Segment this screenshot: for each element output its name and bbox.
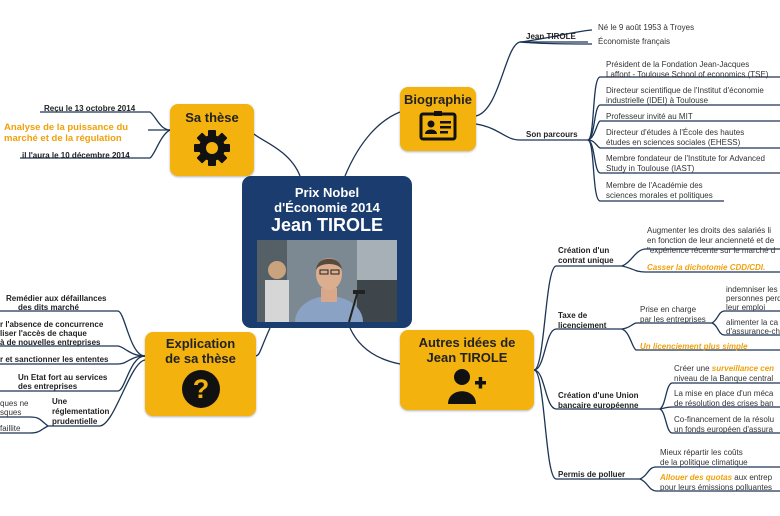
these-aura: il l'aura le 10 décembre 2014 — [22, 151, 130, 160]
autres-cr3b: un fonds européen d'assura — [674, 425, 773, 434]
gear-icon — [194, 130, 230, 166]
autres-c1o: Casser la dichotomie CDD/CDI. — [647, 263, 766, 272]
svg-text:?: ? — [192, 374, 209, 404]
topic-biographie[interactable]: Biographie — [400, 87, 476, 151]
autres-tx1: Taxe de — [558, 311, 588, 320]
center-line-1: Prix Nobel — [294, 185, 360, 200]
bio-p5a: Membre fondateur de l'Institute for Adva… — [606, 154, 765, 163]
topic-biographie-label: Biographie — [404, 92, 472, 107]
autres-ind2: personnes perd — [726, 294, 780, 303]
bio-p1b: Laffont - Toulouse School of economics (… — [606, 70, 769, 79]
autres-al1: alimenter la ca — [726, 318, 779, 327]
autres-lic: Un licenciement plus simple — [640, 342, 748, 351]
question-mark-icon: ? — [181, 370, 220, 408]
autres-cb2: bancaire européenne — [558, 401, 639, 410]
autres-ind3: leur emploi — [726, 303, 766, 312]
topic-autres-label-2: Jean TIROLE — [426, 350, 508, 365]
bio-p6a: Membre de l'Académie des — [606, 181, 703, 190]
expl-r2c: à de nouvelles entreprises — [0, 338, 101, 347]
center-name: Jean TIROLE — [270, 215, 384, 235]
autres-cr1b: niveau de la Banque central — [674, 374, 774, 383]
bio-p3: Professeur invité au MIT — [606, 112, 693, 121]
topic-sa-these-label: Sa thèse — [185, 110, 239, 125]
autres-pc2: par les entreprises — [640, 315, 706, 324]
bio-p2a: Directeur scientifique de l'Institut d'é… — [606, 86, 764, 95]
expl-r1b: des dits marché — [18, 303, 79, 312]
these-analyse-1: Analyse de la puissance du — [4, 122, 129, 133]
autres-cr1: Créer une surveillance cen — [674, 364, 774, 374]
autres-pp: Permis de polluer — [558, 470, 626, 479]
topic-autres-idees[interactable]: Autres idées de Jean TIROLE — [400, 330, 534, 410]
expl-r6a: ques ne — [0, 399, 29, 408]
topic-explication[interactable]: Explication de sa thèse ? — [145, 332, 256, 416]
autres-al2: d'assurance-ch — [726, 327, 780, 336]
expl-r4a: Un Etat fort au services — [18, 373, 108, 382]
bio-p2b: industrielle (IDEI) à Toulouse — [606, 96, 709, 105]
autres-c1a: Création d'un — [558, 246, 610, 255]
autres-pc1: Prise en charge — [640, 305, 697, 314]
autres-c1t3: "expérience récente sur le marché d — [647, 246, 776, 255]
topic-explication-label-1: Explication — [165, 336, 236, 351]
expl-r2a: r l'absence de concurrence — [0, 320, 104, 329]
expl-r3: r et sanctionner les ententes — [0, 355, 109, 364]
autres-pp2b: pour leurs émissions polluantes — [660, 483, 773, 492]
expl-r5a: Une — [52, 397, 68, 406]
autres-cr2b: de résolution des crises ban — [674, 399, 774, 408]
id-card-icon — [419, 111, 457, 141]
autres-cr1o: surveillance cen — [711, 364, 775, 373]
topic-sa-these[interactable]: Sa thèse — [170, 104, 254, 176]
these-analyse-2: marché et de la régulation — [4, 133, 122, 144]
these-recu: Reçu le 13 octobre 2014 — [44, 104, 136, 113]
portrait-photo — [257, 240, 397, 322]
portrait-image — [257, 240, 397, 322]
expl-r5c: prudentielle — [52, 417, 98, 426]
autres-pp2a: aux entrep — [732, 473, 773, 482]
autres-tx2: licenciement — [558, 321, 607, 330]
expl-r1a: Remédier aux défaillances — [6, 294, 107, 303]
expl-r5b: réglementation — [52, 407, 110, 416]
autres-pp2: Allouer des quotas aux entrep — [660, 473, 772, 483]
autres-c1b: contrat unique — [558, 256, 614, 265]
expl-r6b: sques — [0, 408, 22, 417]
autres-pp1b: de la politique climatique — [660, 458, 748, 467]
bio-ne: Né le 9 août 1953 à Troyes — [598, 23, 695, 32]
autres-c1t2: en fonction de leur ancienneté et de — [647, 236, 775, 245]
autres-cb1: Création d'une Union — [558, 391, 639, 400]
autres-ind1: indemniser les — [726, 285, 778, 294]
expl-r7: faillite — [0, 424, 21, 433]
add-user-icon — [448, 369, 486, 404]
autres-pp2o: Allouer des quotas — [660, 473, 733, 482]
autres-c1t1: Augmenter les droits des salariés li — [647, 226, 772, 235]
bio-p5b: Study in Toulouse (IAST) — [606, 164, 695, 173]
topic-explication-label-2: de sa thèse — [165, 351, 236, 366]
bio-p6b: sciences morales et politiques — [606, 191, 713, 200]
central-topic-card[interactable]: Prix Nobel d'Économie 2014 Jean TIROLE — [242, 176, 412, 328]
autres-cr1a: Créer une — [674, 364, 712, 373]
bio-p4a: Directeur d'études à l'École des hautes — [606, 128, 745, 137]
bio-jean-tirole: Jean TIROLE — [526, 32, 576, 41]
bio-parcours: Son parcours — [526, 130, 578, 139]
bio-p1a: Président de la Fondation Jean-Jacques — [606, 60, 750, 69]
topic-autres-label-1: Autres idées de — [418, 335, 516, 350]
bio-economiste: Économiste français — [598, 37, 671, 46]
bio-p4b: études en sciences sociales (EHESS) — [606, 138, 741, 147]
expl-r4b: des entreprises — [18, 382, 78, 391]
center-line-2: d'Économie 2014 — [274, 200, 380, 215]
autres-cr3a: Co-financement de la résolu — [674, 415, 775, 424]
autres-cr2a: La mise en place d'un méca — [674, 389, 774, 398]
autres-pp1a: Mieux répartir les coûts — [660, 448, 743, 457]
expl-r2b: liser l'accès de chaque — [0, 329, 87, 338]
